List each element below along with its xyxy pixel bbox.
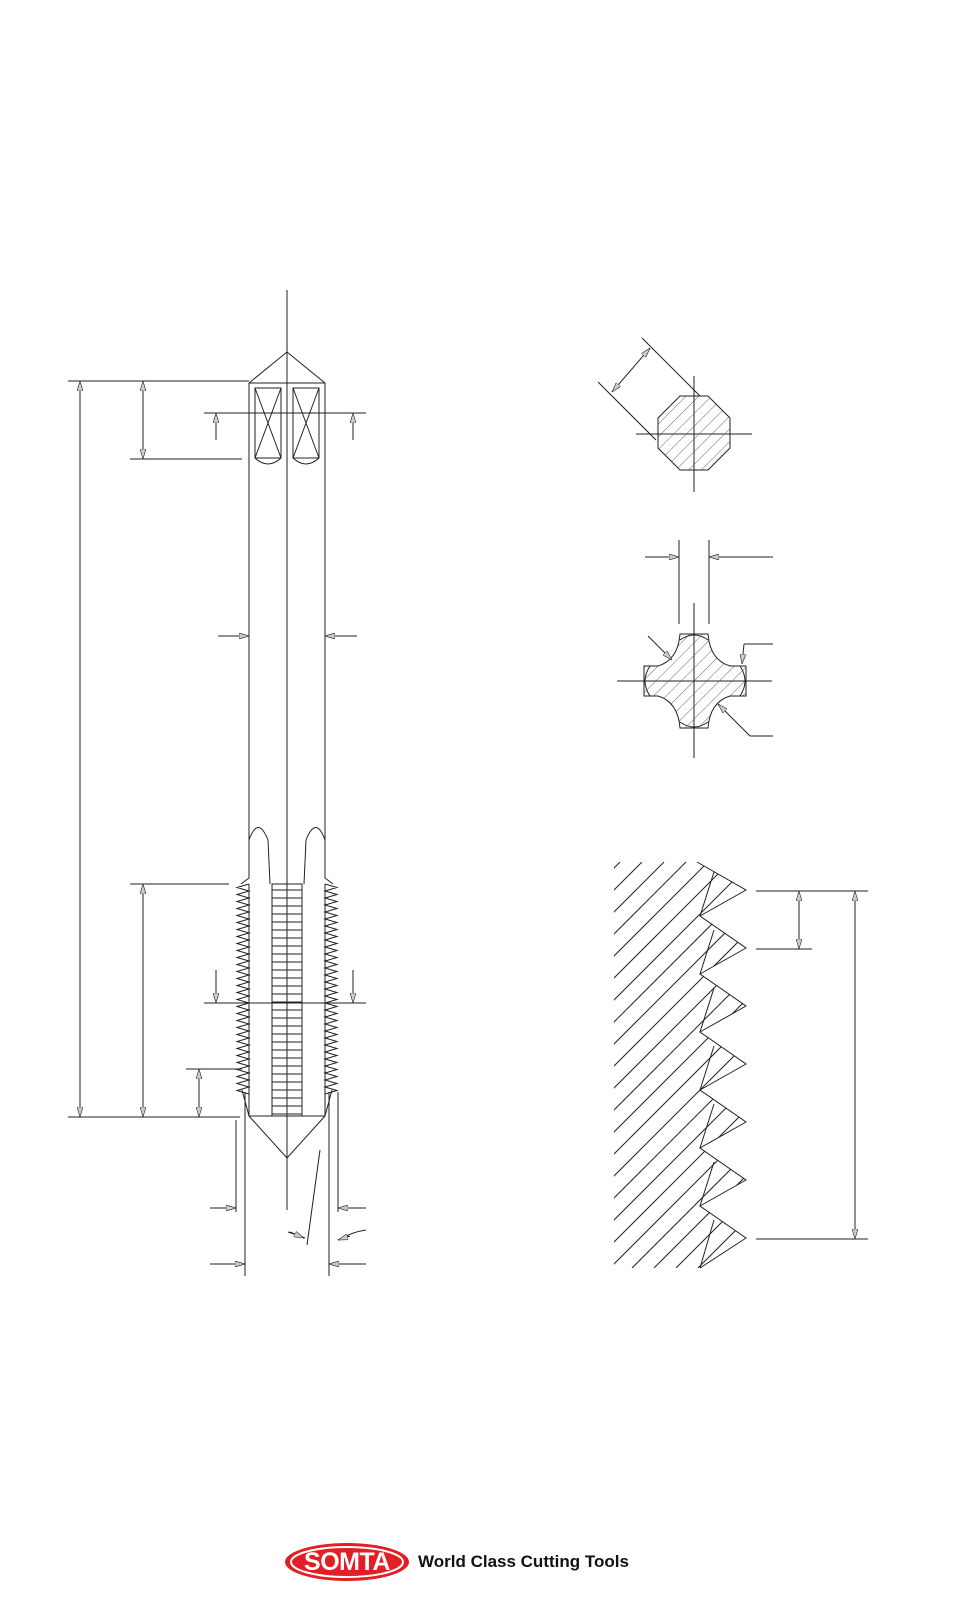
somta-logo: SOMTA (282, 1541, 412, 1583)
hatch-line (614, 862, 746, 1268)
square-flats-cross (254, 387, 320, 459)
square-shank-section (597, 337, 752, 492)
hatch-line (653, 862, 746, 1268)
hatch-line (631, 862, 746, 1268)
hatch-line (852, 862, 953, 1268)
brand-tagline: World Class Cutting Tools (418, 1552, 629, 1571)
hatch-line (614, 862, 746, 1268)
hatch-line (614, 862, 746, 1268)
hatch-line (697, 862, 746, 1268)
hatch-line (614, 862, 746, 1268)
hatch-line (614, 862, 621, 1268)
logo-text: SOMTA (304, 1548, 390, 1576)
hatch-line (614, 862, 746, 1268)
hatch-line (614, 862, 709, 1268)
hatch-line (918, 862, 953, 1268)
hatch-line (614, 862, 746, 1268)
hatch-line (614, 862, 665, 1268)
hatch-line (830, 862, 953, 1268)
tap-side-view (68, 290, 367, 1276)
thread-left (235, 883, 251, 1095)
hatch-line (614, 862, 687, 1268)
flute-section-outline (643, 633, 747, 729)
hatch-line (786, 862, 953, 1268)
hatch-line (808, 862, 953, 1268)
square-section-outline (657, 395, 731, 471)
hatch-line (940, 862, 953, 1268)
hatch-line (614, 862, 746, 1268)
hatch-line (741, 862, 746, 1268)
thread-right (323, 883, 339, 1095)
tap-point (248, 1115, 326, 1159)
hatch-line (614, 862, 746, 1268)
hatch-line (614, 862, 746, 1268)
hatch-line (764, 862, 953, 1268)
hatch-line (614, 862, 746, 1268)
hatch-line (614, 862, 731, 1268)
thread-profile-outline (696, 861, 748, 1269)
flute-cross-section (617, 540, 773, 758)
hatch-line (896, 862, 953, 1268)
hatch-line (675, 862, 746, 1268)
hatch-line (614, 862, 746, 1268)
hatch-line (614, 862, 746, 1268)
hatch-line (719, 862, 746, 1268)
brand-footer: SOMTA World Class Cutting Tools (282, 1537, 629, 1587)
hatch-line (874, 862, 953, 1268)
shank-point (248, 351, 326, 384)
hatch-line (614, 862, 746, 1268)
hatch-line (614, 862, 643, 1268)
square-across-flats-dim (612, 348, 650, 392)
